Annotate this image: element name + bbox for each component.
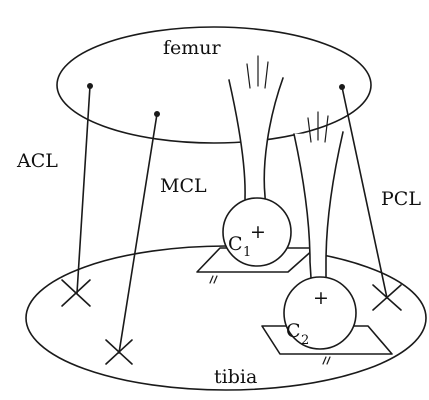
mcl-ligament [105, 111, 160, 365]
c2-index: 2 [301, 333, 309, 348]
c2-letter: C [286, 320, 301, 342]
c2-fibers [307, 111, 329, 143]
c1-letter: C [228, 233, 243, 255]
c1-fibers [246, 55, 269, 89]
femur-plate [56, 26, 372, 144]
pcl-line [341, 86, 388, 299]
c1-sign: + [250, 221, 266, 243]
c1-index: 1 [243, 245, 251, 260]
c2-sign: + [313, 287, 329, 309]
c2-sphere [283, 276, 357, 350]
pcl-label: PCL [381, 188, 421, 210]
c1-shaft [228, 77, 284, 217]
condyle-c2: C 2 + [283, 111, 357, 350]
acl-line [76, 85, 91, 294]
pcl-ligament [339, 84, 402, 311]
pcl-tibia-attachment [372, 284, 402, 311]
condyle-c1: C 1 + [222, 55, 292, 267]
mcl-label: MCL [160, 175, 207, 197]
c1-sphere [222, 197, 292, 267]
mcl-tibia-attachment [105, 339, 133, 365]
acl-label: ACL [16, 150, 58, 172]
femur-label: femur [163, 37, 222, 59]
acl-ligament [61, 83, 93, 307]
mcl-line [118, 113, 158, 354]
tibia-label: tibia [214, 366, 257, 388]
acl-tibia-attachment [61, 279, 91, 307]
